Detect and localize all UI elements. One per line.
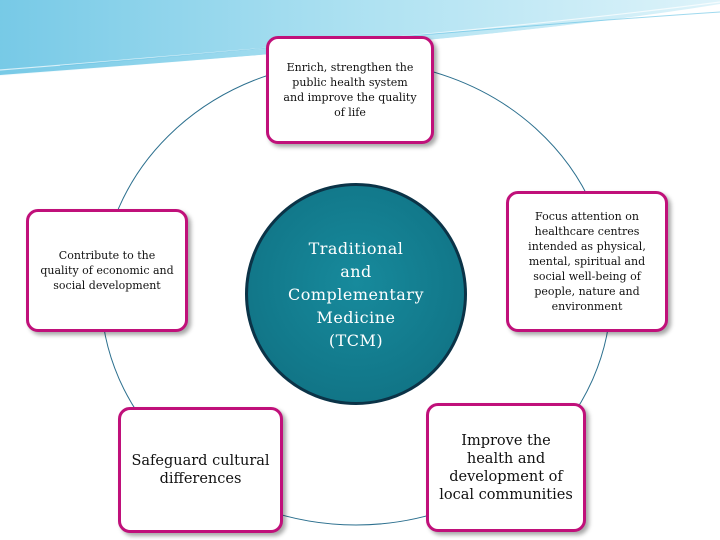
node-left-label: Contribute to the quality of economic an… — [40, 249, 174, 292]
center-circle-tcm: Traditional and Complementary Medicine (… — [245, 183, 467, 405]
node-cultural-differences: Safeguard cultural differences — [118, 407, 283, 533]
node-top-label: Enrich, strengthen the public health sys… — [283, 61, 417, 119]
node-economic-development: Contribute to the quality of economic an… — [26, 209, 188, 332]
node-bottom-left-label: Safeguard cultural differences — [131, 453, 270, 487]
node-healthcare-centres: Focus attention on healthcare centres in… — [506, 191, 668, 332]
node-public-health: Enrich, strengthen the public health sys… — [266, 36, 434, 144]
node-local-communities: Improve the health and development of lo… — [426, 403, 586, 532]
node-right-label: Focus attention on healthcare centres in… — [528, 210, 646, 313]
node-bottom-right-label: Improve the health and development of lo… — [439, 432, 573, 503]
center-label: Traditional and Complementary Medicine (… — [288, 238, 424, 350]
